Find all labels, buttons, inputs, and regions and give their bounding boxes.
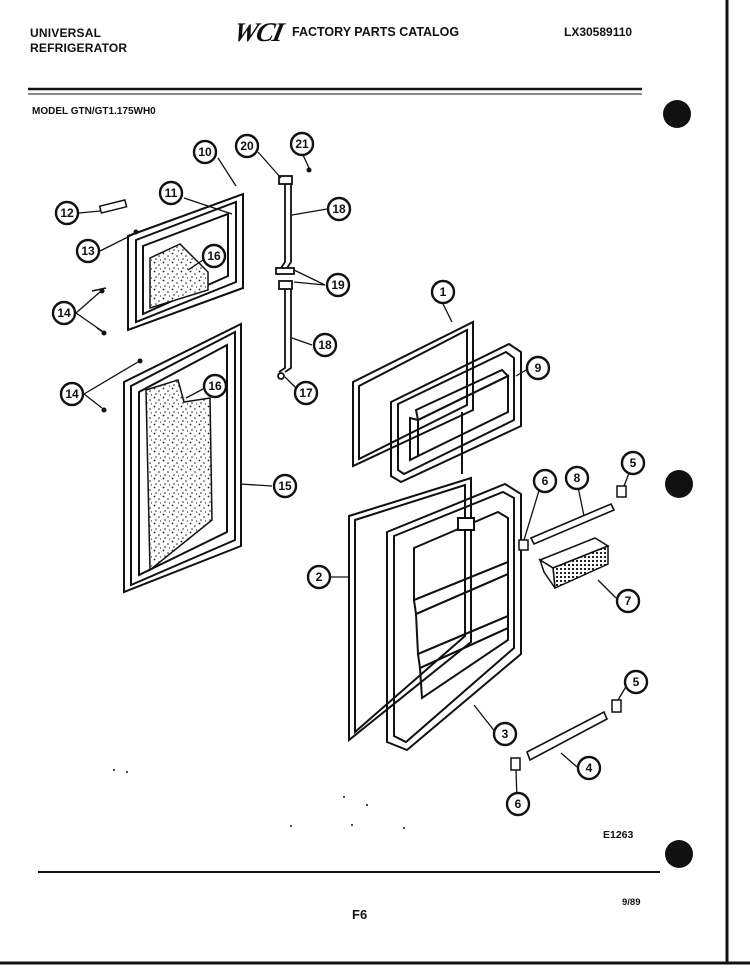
binder-hole-top — [663, 100, 691, 128]
callout-14-lower: 14 — [59, 381, 85, 407]
diagram-code: E1263 — [603, 829, 634, 841]
svg-text:2: 2 — [316, 570, 323, 584]
model-line: MODEL GTN/GT1.175WH0 — [32, 106, 156, 117]
screw-13 — [133, 229, 139, 235]
leader-lines — [75, 151, 632, 801]
callout-18-upper: 18 — [326, 196, 352, 222]
callout-17: 17 — [293, 380, 319, 406]
svg-text:16: 16 — [208, 379, 222, 393]
callout-16-upper: 16 — [201, 243, 227, 269]
svg-text:17: 17 — [299, 386, 313, 400]
callout-1: 1 — [430, 279, 456, 305]
svg-text:4: 4 — [586, 761, 593, 775]
brand-name-line2: REFRIGERATOR — [30, 41, 128, 55]
svg-text:12: 12 — [60, 206, 74, 220]
handle-trim-12 — [98, 199, 128, 214]
callout-19: 19 — [325, 272, 351, 298]
freezer-gasket — [352, 320, 474, 468]
callout-15: 15 — [272, 473, 298, 499]
callout-8: 8 — [564, 465, 590, 491]
callout-2: 2 — [306, 564, 332, 590]
svg-text:5: 5 — [633, 675, 640, 689]
callout-13: 13 — [75, 238, 101, 264]
svg-text:18: 18 — [332, 202, 346, 216]
svg-text:7: 7 — [625, 594, 632, 608]
fresh-food-inner-liner — [386, 482, 522, 752]
svg-text:13: 13 — [81, 244, 95, 258]
svg-text:14: 14 — [65, 387, 79, 401]
callout-5-upper: 5 — [620, 450, 646, 476]
catalog-number: LX30589110 — [564, 25, 633, 39]
shelf-bar-4 — [526, 710, 609, 762]
callout-11: 11 — [158, 180, 184, 206]
callout-7: 7 — [615, 588, 641, 614]
callout-10: 10 — [192, 139, 218, 165]
scan-specks — [113, 769, 405, 829]
callout-6-lower: 6 — [505, 791, 531, 817]
callout-3: 3 — [492, 721, 518, 747]
hinge-assembly — [275, 175, 295, 380]
callout-12: 12 — [54, 200, 80, 226]
date-code: 9/89 — [622, 897, 641, 908]
svg-text:9: 9 — [535, 361, 542, 375]
svg-text:18: 18 — [318, 338, 332, 352]
svg-text:21: 21 — [295, 137, 309, 151]
brand-name-line1: UNIVERSAL — [30, 26, 102, 40]
svg-text:6: 6 — [542, 474, 549, 488]
svg-text:16: 16 — [207, 249, 221, 263]
callout-20: 20 — [234, 133, 260, 159]
grille-7 — [538, 537, 610, 590]
binder-hole-bottom — [665, 840, 693, 868]
end-cap-upper-left — [518, 539, 529, 551]
callout-21: 21 — [289, 131, 315, 157]
freezer-door-panel — [127, 192, 244, 332]
fresh-food-gasket — [348, 476, 472, 743]
svg-text:3: 3 — [502, 727, 509, 741]
callout-9: 9 — [525, 355, 551, 381]
binder-hole-middle — [665, 470, 693, 498]
catalog-title: FACTORY PARTS CATALOG — [292, 25, 460, 39]
end-cap-lower-right — [611, 699, 622, 713]
callout-14-upper: 14 — [51, 300, 77, 326]
callout-18-lower: 18 — [312, 332, 338, 358]
end-cap-lower-left — [510, 757, 521, 771]
svg-text:1: 1 — [440, 285, 447, 299]
svg-text:11: 11 — [165, 186, 178, 200]
svg-text:10: 10 — [198, 145, 212, 159]
svg-text:5: 5 — [630, 456, 637, 470]
svg-text:20: 20 — [240, 139, 254, 153]
shelf-bar-8 — [529, 502, 616, 546]
fresh-food-door-panel — [123, 322, 242, 594]
callout-6-upper: 6 — [532, 468, 558, 494]
svg-text:19: 19 — [331, 278, 345, 292]
svg-text:14: 14 — [57, 306, 71, 320]
svg-text:15: 15 — [278, 479, 292, 493]
callout-4: 4 — [576, 755, 602, 781]
page-number: F6 — [352, 907, 368, 922]
callout-5-lower: 5 — [623, 669, 649, 695]
end-cap-upper-right — [616, 485, 627, 498]
svg-text:6: 6 — [515, 797, 522, 811]
callout-16-lower: 16 — [202, 373, 228, 399]
freezer-inner-liner — [390, 342, 522, 484]
svg-text:8: 8 — [574, 471, 581, 485]
